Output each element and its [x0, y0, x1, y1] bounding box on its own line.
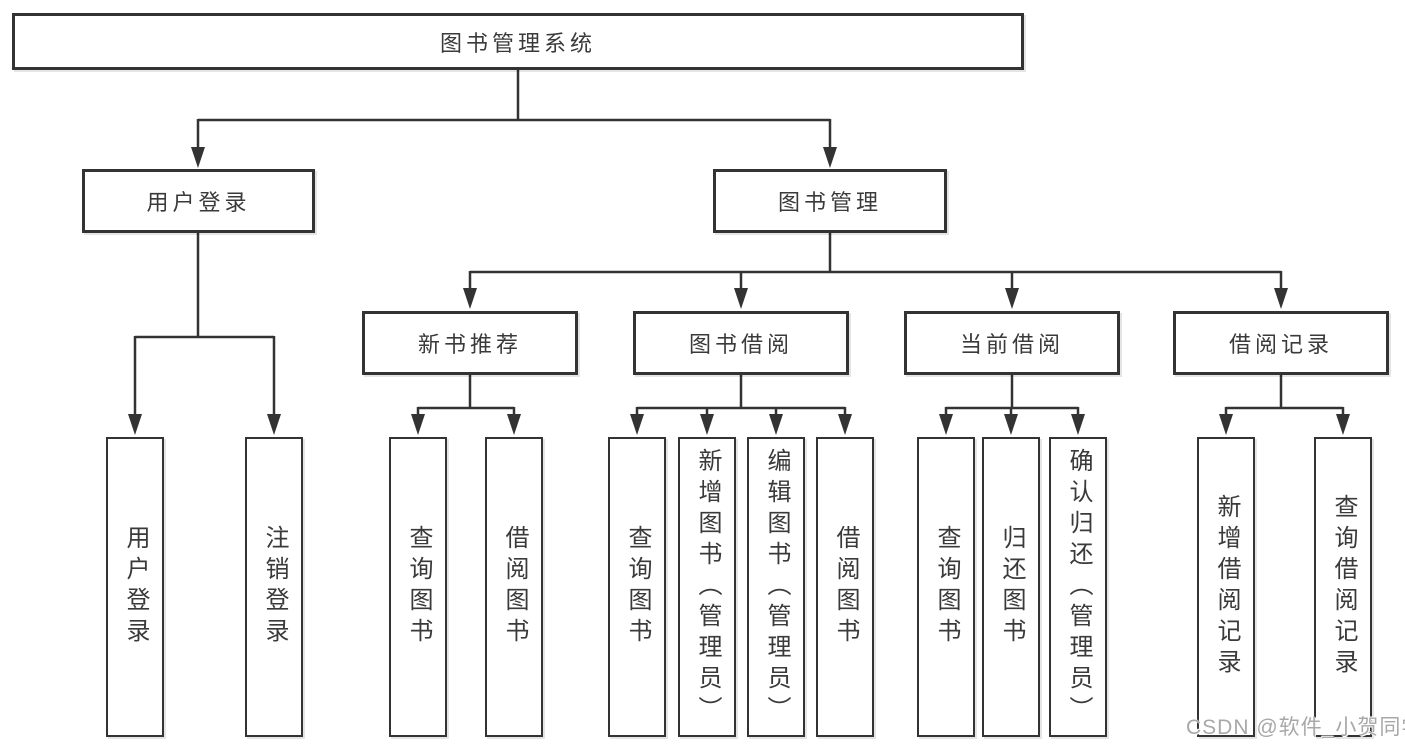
- leaf-borrowing-query-label: 查询图书: [624, 525, 651, 649]
- leaf-current-confirm-admin: 确认归还（管理员）: [1049, 437, 1107, 737]
- leaf-borrowing-add-admin-label: 新增图书（管理员）: [694, 447, 721, 727]
- leaf-user-login-label: 用户登录: [122, 525, 149, 649]
- leaf-borrowing-add-admin: 新增图书（管理员）: [678, 437, 736, 737]
- leaf-records-query: 查询借阅记录: [1314, 437, 1372, 737]
- leaf-records-add: 新增借阅记录: [1197, 437, 1255, 737]
- leaf-user-login: 用户登录: [106, 437, 164, 737]
- connector-borrowing: [635, 375, 847, 418]
- node-root: 图书管理系统: [12, 13, 1024, 70]
- leaf-current-return: 归还图书: [982, 437, 1040, 737]
- connector-new-books: [416, 375, 516, 418]
- leaf-newbooks-query: 查询图书: [389, 437, 447, 737]
- leaf-current-query-label: 查询图书: [933, 525, 960, 649]
- leaf-logout: 注销登录: [245, 437, 303, 737]
- leaf-newbooks-borrow: 借阅图书: [485, 437, 543, 737]
- node-borrow-records: 借阅记录: [1173, 311, 1389, 375]
- connector-user-login: [133, 233, 276, 418]
- connector-current: [944, 375, 1080, 418]
- watermark: CSDN @软件_小贺同学: [1186, 716, 1405, 739]
- leaf-newbooks-borrow-label: 借阅图书: [501, 525, 528, 649]
- node-book-borrowing: 图书借阅: [633, 311, 849, 375]
- leaf-borrowing-query: 查询图书: [608, 437, 666, 737]
- leaf-borrowing-borrow-label: 借阅图书: [832, 525, 859, 649]
- node-new-book-recommend: 新书推荐: [362, 311, 578, 375]
- leaf-logout-label: 注销登录: [261, 525, 288, 649]
- node-current-borrowing: 当前借阅: [904, 311, 1120, 375]
- leaf-current-confirm-admin-label: 确认归还（管理员）: [1065, 447, 1092, 727]
- node-book-management: 图书管理: [713, 169, 947, 233]
- connector-root: [196, 69, 832, 150]
- connector-records: [1224, 375, 1345, 418]
- leaf-borrowing-edit-admin: 编辑图书（管理员）: [747, 437, 805, 737]
- leaf-newbooks-query-label: 查询图书: [405, 525, 432, 649]
- leaf-borrowing-borrow: 借阅图书: [816, 437, 874, 737]
- leaf-records-add-label: 新增借阅记录: [1213, 494, 1240, 680]
- leaf-borrowing-edit-admin-label: 编辑图书（管理员）: [763, 447, 790, 727]
- connector-book-mgmt: [468, 233, 1283, 292]
- leaf-current-query: 查询图书: [917, 437, 975, 737]
- leaf-records-query-label: 查询借阅记录: [1330, 494, 1357, 680]
- node-user-login: 用户登录: [82, 169, 315, 233]
- leaf-current-return-label: 归还图书: [998, 525, 1025, 649]
